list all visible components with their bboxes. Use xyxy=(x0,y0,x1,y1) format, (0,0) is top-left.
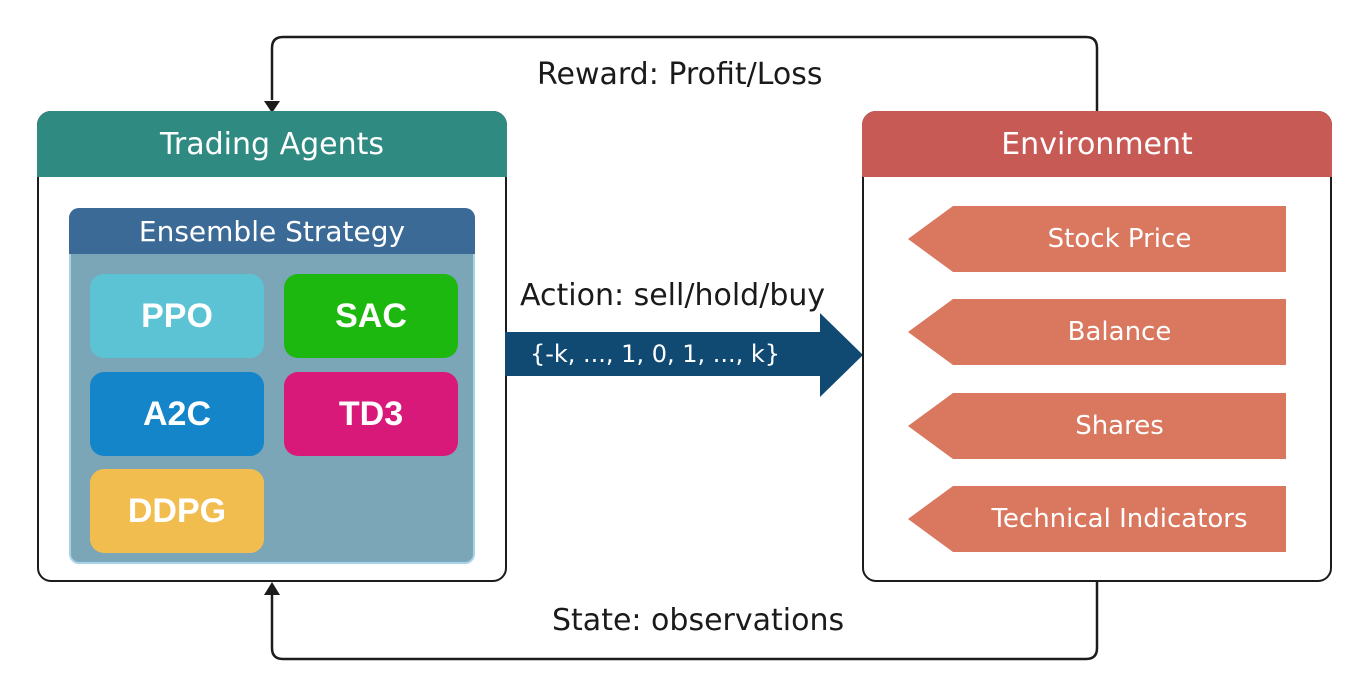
env-item-label: Balance xyxy=(1067,317,1172,347)
ensemble-strategy-title: Ensemble Strategy xyxy=(69,208,475,254)
env-item-stock-price: Stock Price xyxy=(908,206,1286,272)
env-item-shape xyxy=(908,486,1286,552)
algo-a2c: A2C xyxy=(90,372,264,456)
env-item-shares: Shares xyxy=(908,393,1286,459)
algo-td3: TD3 xyxy=(284,372,458,456)
action-arrow xyxy=(505,313,863,397)
env-item-label: Stock Price xyxy=(1047,224,1192,254)
state-label: State: observations xyxy=(552,603,845,638)
env-item-label: Shares xyxy=(1075,411,1164,441)
ensemble-strategy-box: Ensemble Strategy PPO SAC A2C TD3 DDPG xyxy=(69,208,475,564)
action-values: {-k, ..., 1, 0, 1, ..., k} xyxy=(529,340,781,368)
state-connector xyxy=(270,582,1099,661)
env-item-shape xyxy=(908,393,1286,459)
action-label: Action: sell/hold/buy xyxy=(520,278,826,313)
reward-label: Reward: Profit/Loss xyxy=(537,57,823,92)
algo-ppo: PPO xyxy=(90,274,264,358)
env-item-shape xyxy=(908,206,1286,272)
trading-agents-panel: Trading Agents Ensemble Strategy PPO SAC… xyxy=(37,111,507,582)
reward-arrowhead xyxy=(264,101,280,113)
env-item-balance: Balance xyxy=(908,299,1286,365)
reward-connector xyxy=(270,35,1099,111)
env-item-label: Technical Indicators xyxy=(991,504,1248,534)
algo-ddpg: DDPG xyxy=(90,469,264,553)
environment-panel: Environment Stock Price Balance Shares T… xyxy=(862,111,1332,582)
trading-agents-title: Trading Agents xyxy=(37,111,507,177)
action-arrow-shape xyxy=(505,313,863,397)
env-item-shape xyxy=(908,299,1286,365)
environment-title: Environment xyxy=(862,111,1332,177)
algo-sac: SAC xyxy=(284,274,458,358)
env-item-technical-indicators: Technical Indicators xyxy=(908,486,1286,552)
state-arrowhead xyxy=(264,582,280,595)
